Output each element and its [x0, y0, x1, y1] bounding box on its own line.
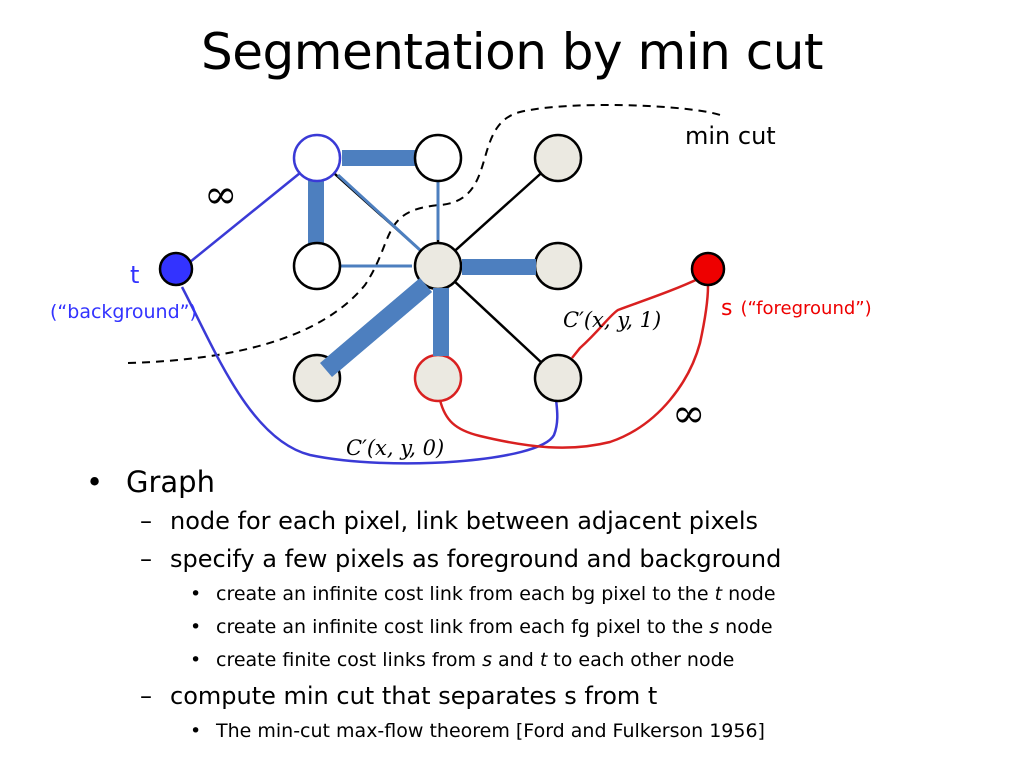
bullet-theorem: The min-cut max-flow theorem [Ford and F… [86, 715, 986, 748]
bg-suffix: node [722, 583, 776, 605]
pixel-node [292, 133, 342, 183]
t-terminal-node [158, 251, 194, 287]
var-t: t [539, 649, 548, 671]
t-link-infinity [189, 172, 301, 263]
min-cut-label: min cut [685, 122, 776, 150]
cost-label-0: C′(x, y, 0) [346, 436, 444, 460]
var-s: s [482, 649, 492, 671]
min-cut-graph-diagram: min cut ∞ ∞ t (“background”) s (“foregro… [50, 103, 872, 465]
t-terminal-sublabel: (“background”) [50, 301, 197, 323]
finite-and: and [491, 649, 540, 671]
pixel-node [533, 353, 583, 403]
pixel-node [533, 133, 583, 183]
infinity-label-s: ∞ [672, 391, 705, 437]
cost-label-1: C′(x, y, 1) [563, 308, 661, 332]
var-t: t [714, 583, 723, 605]
var-s: s [709, 616, 720, 638]
bullet-graph: Graph [86, 462, 986, 502]
s-link-cost-1 [571, 276, 701, 359]
bullet-infinite-bg: create an infinite cost link from each b… [86, 578, 986, 611]
pixel-node [413, 133, 463, 183]
s-link-infinity [438, 285, 710, 449]
bullet-node-each-pixel: node for each pixel, link between adjace… [86, 502, 986, 540]
thick-links-overlay [320, 259, 536, 377]
s-terminal-sublabel: (“foreground”) [740, 298, 871, 319]
pixel-nodes [292, 133, 583, 403]
bg-text: create an infinite cost link from each b… [216, 583, 715, 605]
pixel-node [413, 353, 463, 403]
pixel-node [533, 241, 583, 291]
bullet-specify-pixels: specify a few pixels as foreground and b… [86, 540, 986, 578]
s-terminal-label: s [721, 296, 732, 321]
fg-suffix: node [719, 616, 773, 638]
pixel-node [292, 241, 342, 291]
infinity-label-t: ∞ [204, 172, 237, 218]
t-terminal-label: t [130, 261, 139, 289]
finite-suffix: to each other node [547, 649, 735, 671]
s-terminal-node [690, 251, 726, 287]
slide-title: Segmentation by min cut [201, 23, 824, 81]
bullet-finite-links: create finite cost links from s and t to… [86, 644, 986, 677]
bullet-compute-min-cut: compute min cut that separates s from t [86, 677, 986, 715]
finite-text: create finite cost links from [216, 649, 483, 671]
bullet-infinite-fg: create an infinite cost link from each f… [86, 611, 986, 644]
bullet-list: Graph node for each pixel, link between … [86, 462, 986, 748]
fg-text: create an infinite cost link from each f… [216, 616, 710, 638]
